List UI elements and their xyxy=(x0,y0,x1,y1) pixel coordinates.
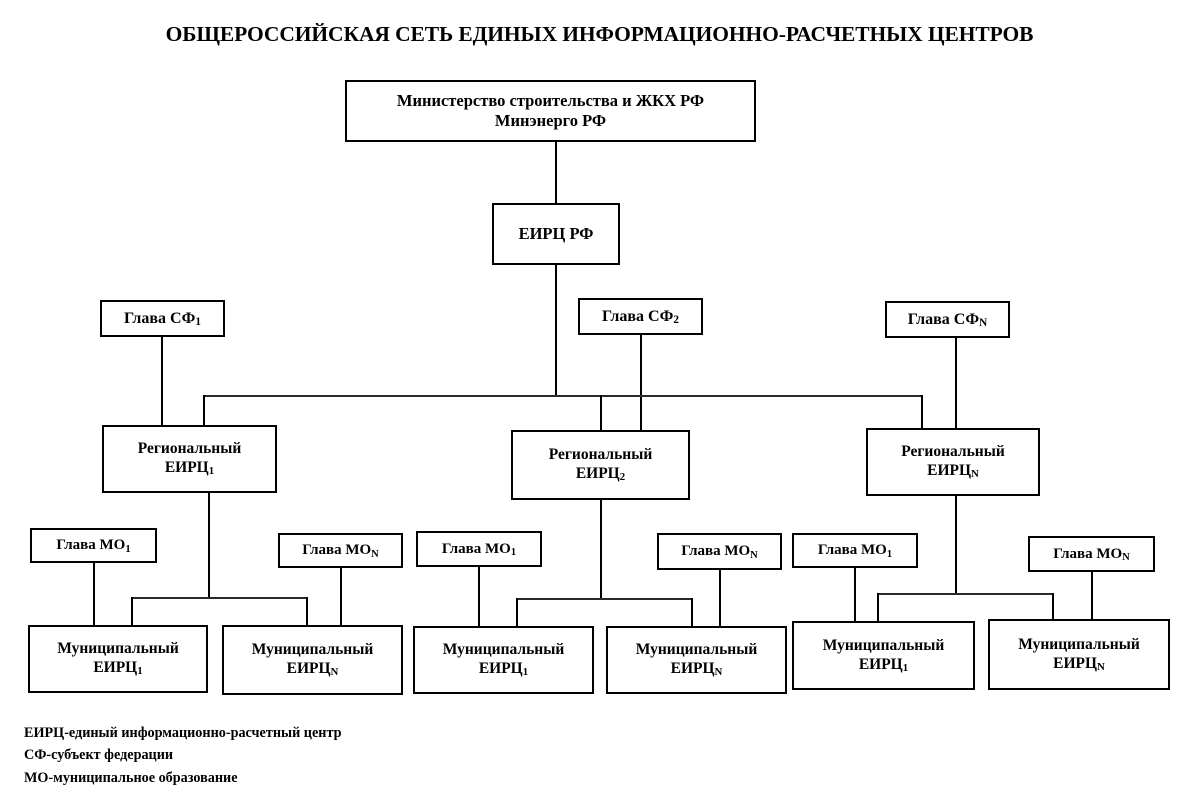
connector-sf1-to-regional1 xyxy=(161,337,164,425)
node-municipal-eirc-g3-1[interactable]: Муниципальный ЕИРЦ1 xyxy=(792,621,975,690)
page-title: ОБЩЕРОССИЙСКАЯ СЕТЬ ЕДИНЫХ ИНФОРМАЦИОННО… xyxy=(165,22,1034,46)
bus-drop-regional-1 xyxy=(203,395,206,425)
ministry-line-2: Минэнерго РФ xyxy=(494,111,607,130)
connector-ministry-to-eircrf xyxy=(555,142,558,203)
connector-mo-head-g2-n-down xyxy=(719,570,721,626)
connector-mo-head-g1-1-down xyxy=(93,563,95,625)
splitter-drop-n-right xyxy=(1052,593,1055,620)
connector-regional2-down xyxy=(600,500,603,599)
municipal-g2-n-line-2: ЕИРЦN xyxy=(670,660,723,679)
connector-mo-head-g3-1-down xyxy=(854,568,856,621)
node-sf-head-n[interactable]: Глава СФN xyxy=(885,301,1010,338)
bus-drop-regional-n xyxy=(921,395,924,428)
splitter-bar-group-2 xyxy=(516,598,693,600)
node-eirc-rf[interactable]: ЕИРЦ РФ xyxy=(492,203,620,265)
eirc-rf-label: ЕИРЦ РФ xyxy=(518,223,594,243)
node-mo-head-g3-1[interactable]: Глава МО1 xyxy=(792,533,918,568)
regional-n-line-2: ЕИРЦN xyxy=(927,462,979,481)
node-mo-head-g1-n[interactable]: Глава МОN xyxy=(278,533,403,568)
regional-1-line-2: ЕИРЦ1 xyxy=(164,459,215,478)
splitter-drop-2-right xyxy=(691,598,694,626)
mo-head-g3-n-label: Глава МОN xyxy=(1053,545,1130,564)
regional-1-line-1: Региональный xyxy=(137,440,242,458)
connector-mo-head-g1-n-down xyxy=(340,568,342,625)
municipal-g3-n-line-1: Муниципальный xyxy=(1018,635,1140,653)
connector-sfn-to-regionaln xyxy=(955,338,958,428)
municipal-g2-n-line-1: Муниципальный xyxy=(635,641,758,659)
regional-distribution-bus xyxy=(203,395,923,397)
node-municipal-eirc-g1-n[interactable]: Муниципальный ЕИРЦN xyxy=(222,625,403,695)
splitter-bar-group-n xyxy=(877,593,1054,595)
node-sf-head-1[interactable]: Глава СФ1 xyxy=(100,300,225,337)
node-municipal-eirc-g2-n[interactable]: Муниципальный ЕИРЦN xyxy=(606,626,787,694)
node-municipal-eirc-g1-1[interactable]: Муниципальный ЕИРЦ1 xyxy=(28,625,208,693)
municipal-g2-1-line-2: ЕИРЦ1 xyxy=(478,660,529,679)
sf-head-1-label: Глава СФ1 xyxy=(124,309,201,329)
connector-eircrf-down xyxy=(555,265,558,396)
municipal-g1-n-line-1: Муниципальный xyxy=(251,641,374,659)
sf-head-n-label: Глава СФN xyxy=(907,310,988,330)
node-mo-head-g2-n[interactable]: Глава МОN xyxy=(657,533,782,570)
node-mo-head-g1-1[interactable]: Глава МО1 xyxy=(30,528,157,563)
splitter-drop-n-left xyxy=(877,593,880,621)
connector-mo-head-g3-n-down xyxy=(1091,572,1093,619)
splitter-drop-1-left xyxy=(131,597,134,625)
node-regional-eirc-2[interactable]: Региональный ЕИРЦ2 xyxy=(511,430,690,500)
regional-2-line-1: Региональный xyxy=(548,446,653,464)
node-mo-head-g3-n[interactable]: Глава МОN xyxy=(1028,536,1155,572)
node-municipal-eirc-g3-n[interactable]: Муниципальный ЕИРЦN xyxy=(988,619,1170,690)
node-regional-eirc-1[interactable]: Региональный ЕИРЦ1 xyxy=(102,425,277,493)
legend: ЕИРЦ-единый информационно-расчетный цент… xyxy=(24,722,341,789)
node-ministry[interactable]: Министерство строительства и ЖКХ РФ Минэ… xyxy=(345,80,756,142)
bus-drop-regional-2 xyxy=(600,395,603,430)
mo-head-g1-1-label: Глава МО1 xyxy=(56,537,131,555)
connector-sf2-to-regional2 xyxy=(640,335,643,430)
node-sf-head-2[interactable]: Глава СФ2 xyxy=(578,298,703,335)
legend-item-sf: СФ-субъект федерации xyxy=(24,747,174,764)
connector-regional1-down xyxy=(208,493,211,598)
connector-regionaln-down xyxy=(955,496,958,594)
sf-head-2-label: Глава СФ2 xyxy=(602,307,679,327)
municipal-g1-1-line-1: Муниципальный xyxy=(57,640,179,658)
mo-head-g2-1-label: Глава МО1 xyxy=(441,540,517,559)
mo-head-g1-n-label: Глава МОN xyxy=(302,542,379,560)
mo-head-g2-n-label: Глава МОN xyxy=(681,543,758,561)
municipal-g1-n-line-2: ЕИРЦN xyxy=(286,660,339,679)
municipal-g3-1-line-1: Муниципальный xyxy=(822,636,945,654)
node-mo-head-g2-1[interactable]: Глава МО1 xyxy=(416,531,542,567)
regional-2-line-2: ЕИРЦ2 xyxy=(575,465,626,484)
connector-mo-head-g2-1-down xyxy=(478,567,480,626)
legend-item-eirc: ЕИРЦ-единый информационно-расчетный цент… xyxy=(24,725,342,741)
splitter-drop-2-left xyxy=(516,598,519,626)
municipal-g3-1-line-2: ЕИРЦ1 xyxy=(858,655,909,674)
regional-n-line-1: Региональный xyxy=(901,443,1005,461)
ministry-line-1: Министерство строительства и ЖКХ РФ xyxy=(396,90,705,110)
municipal-g3-n-line-2: ЕИРЦN xyxy=(1053,654,1105,673)
node-municipal-eirc-g2-1[interactable]: Муниципальный ЕИРЦ1 xyxy=(413,626,594,694)
splitter-drop-1-right xyxy=(306,597,309,625)
node-regional-eirc-n[interactable]: Региональный ЕИРЦN xyxy=(866,428,1040,496)
splitter-bar-group-1 xyxy=(131,597,308,599)
municipal-g2-1-line-1: Муниципальный xyxy=(442,641,565,659)
legend-item-mo: МО-муниципальное образование xyxy=(24,769,238,786)
municipal-g1-1-line-2: ЕИРЦ1 xyxy=(93,659,143,678)
mo-head-g3-1-label: Глава МО1 xyxy=(817,542,893,560)
